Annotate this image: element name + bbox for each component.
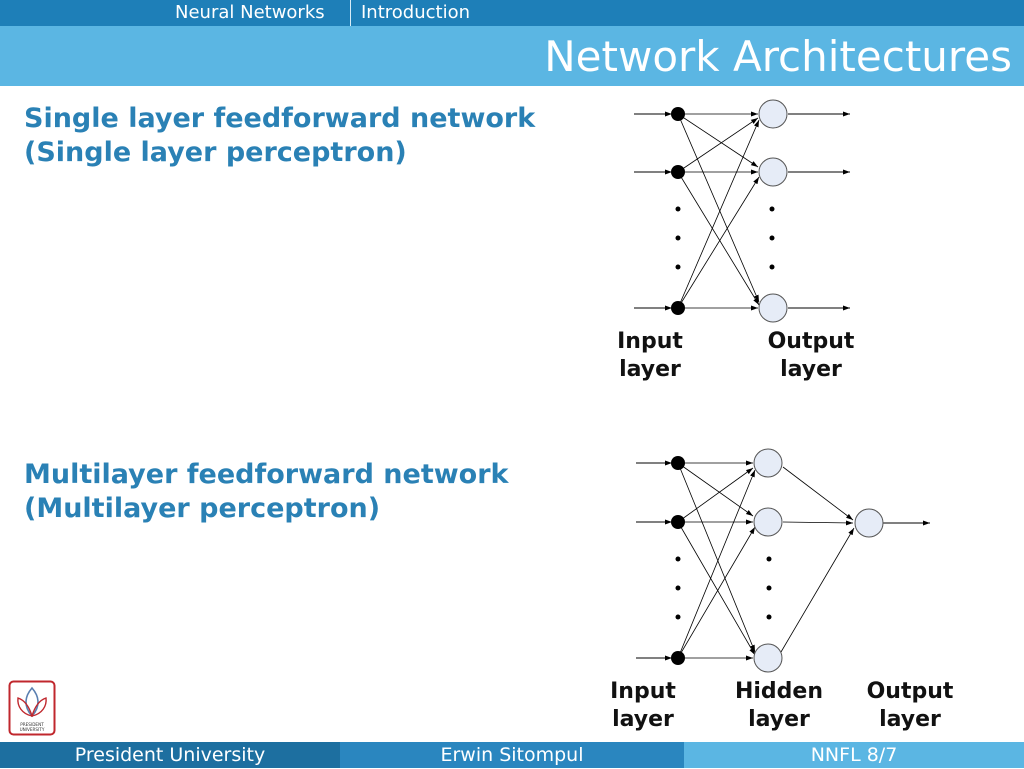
output-layer-label: Output layer [751,328,871,384]
input-layer-label: Input layer [583,678,703,734]
label-line: Output [866,679,954,704]
logo-text-line2: UNIVERSITY [20,727,45,732]
label-line: layer [780,357,842,382]
section-divider [350,0,351,26]
ellipsis-dots [675,556,772,620]
footer-bar: President University Erwin Sitompul NNFL… [0,742,1024,768]
multilayer-diagram [636,448,930,673]
multilayer-heading: Multilayer feedforward network (Multilay… [24,458,509,526]
hidden-output-connections [780,466,855,653]
single-layer-diagram [634,99,850,323]
input-layer-label: Input layer [590,328,710,384]
single-layer-heading: Single layer feedforward network (Single… [24,102,535,170]
input-node [671,456,685,470]
ellipsis-dots [675,206,775,270]
output-neuron [854,508,884,538]
output-layer-label: Output layer [850,678,970,734]
label-line: layer [748,707,810,732]
label-line: layer [612,707,674,732]
input-node [671,165,685,179]
single-layer-heading-line2: (Single layer perceptron) [24,137,407,168]
footer-author: Erwin Sitompul [340,742,684,768]
slide-title: Network Architectures [544,32,1012,81]
input-node [671,301,685,315]
hidden-neuron [753,643,783,673]
section-bar: Neural Networks Introduction [0,0,1024,26]
label-line: Hidden [734,679,824,704]
output-neuron [758,293,788,323]
output-neuron [758,157,788,187]
input-hidden-connections [677,460,756,661]
university-logo: PRESIDENT UNIVERSITY [8,680,56,736]
logo-text-line1: PRESIDENT [20,722,44,727]
input-node [671,651,685,665]
single-layer-heading-line1: Single layer feedforward network [24,103,536,134]
section-neural-networks[interactable]: Neural Networks [175,2,325,23]
single-layer-connections [677,111,760,311]
hidden-layer-label: Hidden layer [719,678,839,734]
label-line: Input [610,679,676,704]
label-line: layer [879,707,941,732]
label-line: Input [617,329,683,354]
input-node [671,107,685,121]
input-node [671,515,685,529]
section-introduction[interactable]: Introduction [361,2,471,23]
output-neuron [758,99,788,129]
title-bar: Network Architectures [0,26,1024,86]
label-line: layer [619,357,681,382]
hidden-neuron [753,448,783,478]
multilayer-heading-line1: Multilayer feedforward network [24,459,509,490]
hidden-neuron [753,507,783,537]
multilayer-heading-line2: (Multilayer perceptron) [24,493,381,524]
footer-university: President University [0,742,340,768]
footer-course-page: NNFL 8/7 [684,742,1024,768]
label-line: Output [767,329,855,354]
